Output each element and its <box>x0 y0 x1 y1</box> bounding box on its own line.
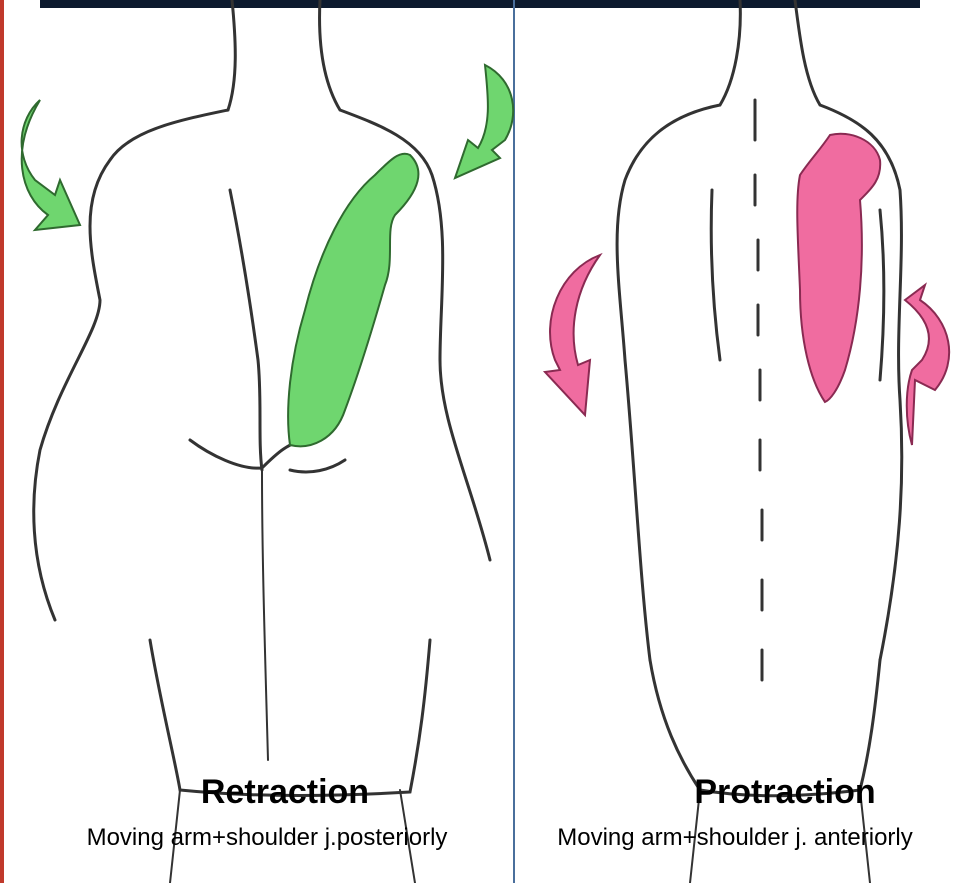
top-bar <box>40 0 920 8</box>
protraction-description: Moving arm+shoulder j. anteriorly <box>512 824 958 852</box>
retraction-muscle-highlight <box>288 154 418 447</box>
retraction-description: Moving arm+shoulder j.posteriorly <box>22 824 512 852</box>
protraction-title: Protraction <box>650 773 920 812</box>
left-back-sketch <box>34 0 490 883</box>
frame-left <box>0 0 4 883</box>
protraction-muscle-highlight <box>797 134 880 402</box>
right-back-sketch <box>617 0 902 883</box>
curved-arrow-icon <box>545 255 600 415</box>
curved-arrow-icon <box>22 100 80 230</box>
curved-arrow-icon <box>905 285 949 445</box>
curved-arrow-icon <box>455 65 513 178</box>
retraction-title: Retraction <box>150 773 420 812</box>
